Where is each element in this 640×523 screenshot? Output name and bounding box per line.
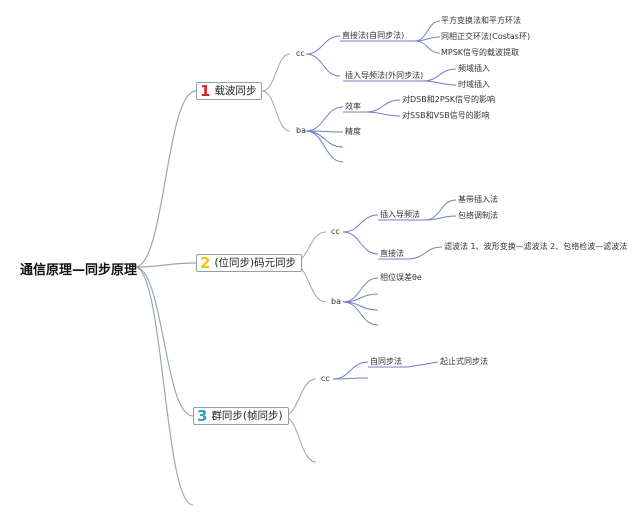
connector-line <box>422 68 457 82</box>
connector-line <box>332 361 369 380</box>
leaf-mpsk-extract[interactable]: MPSK信号的载波提取 <box>441 48 520 57</box>
node-precision[interactable]: 精度 <box>345 127 361 136</box>
branch-number-1: 1 <box>200 82 211 100</box>
connector-line <box>342 214 379 233</box>
connector-line <box>414 40 441 54</box>
connector-line <box>305 53 341 77</box>
cc-node[interactable]: cc <box>331 227 340 236</box>
node-efficiency[interactable]: 效率 <box>345 102 361 111</box>
connector-line <box>342 231 379 255</box>
cc-node[interactable]: cc <box>296 49 305 58</box>
connector-line <box>305 130 344 163</box>
branch-label: 群同步(帧同步) <box>211 410 283 422</box>
leaf-filter-methods[interactable]: 滤波法 1、波形变换—滤波法 2、包络检波—滤波法 <box>444 242 628 251</box>
node-pilot-insertion[interactable]: 插入导频法(外同步法) <box>345 71 424 80</box>
branch-link <box>261 90 291 132</box>
node-direct-method[interactable]: 直接法(自同步法) <box>342 31 405 40</box>
connector-line <box>407 246 443 260</box>
connector-line <box>365 111 401 117</box>
connector-line <box>305 35 341 55</box>
connector-line <box>414 36 441 42</box>
ba-node[interactable]: ba <box>331 297 341 306</box>
branch-link <box>261 53 291 92</box>
connector-line <box>305 130 344 148</box>
branch-carrier-sync[interactable]: 1 载波同步 <box>196 82 263 100</box>
connector-line <box>332 377 369 380</box>
root-link <box>134 90 197 268</box>
connector-line <box>305 106 344 132</box>
leaf-baseband-insert[interactable]: 基带插入法 <box>458 195 498 204</box>
connector-line <box>424 215 457 221</box>
connector-line <box>424 199 457 221</box>
root-node[interactable]: 通信原理—同步原理 <box>20 263 138 278</box>
connector-line <box>365 99 401 113</box>
leaf-freq-insert[interactable]: 频域插入 <box>458 64 490 73</box>
root-link <box>134 266 194 506</box>
node-direct-method[interactable]: 直接法 <box>380 249 404 258</box>
node-phase-error[interactable]: 相位误差θe <box>380 273 422 282</box>
leaf-square-loop[interactable]: 平方变换法和平方环法 <box>441 16 521 25</box>
node-self-sync[interactable]: 自同步法 <box>370 357 402 366</box>
node-pilot-insertion[interactable]: 插入导频法 <box>380 210 420 219</box>
underline <box>407 361 439 368</box>
leaf-dsb-effect[interactable]: 对DSB和2PSK信号的影响 <box>402 95 495 104</box>
connector-line <box>342 301 379 326</box>
connector-line <box>414 20 441 42</box>
root-link <box>134 262 197 268</box>
branch-bit-sync[interactable]: 2 (位同步)码元同步 <box>196 254 303 272</box>
leaf-envelope-mod[interactable]: 包络调制法 <box>458 211 498 220</box>
root-link <box>134 266 194 417</box>
leaf-start-stop[interactable]: 起止式同步法 <box>440 357 488 366</box>
branch-frame-sync[interactable]: 3 群同步(帧同步) <box>193 407 289 425</box>
branch-number-3: 3 <box>197 407 208 425</box>
leaf-costas-loop[interactable]: 同相正交环法(Costas环) <box>441 32 531 41</box>
leaf-time-insert[interactable]: 时域插入 <box>458 80 490 89</box>
branch-label: (位同步)码元同步 <box>214 257 297 269</box>
branch-number-2: 2 <box>200 254 211 272</box>
connector-line <box>422 80 457 86</box>
branch-label: 载波同步 <box>214 85 257 97</box>
cc-node[interactable]: cc <box>321 374 330 383</box>
leaf-ssb-effect[interactable]: 对SSB和VSB信号的影响 <box>402 111 490 120</box>
ba-node[interactable]: ba <box>296 126 306 135</box>
